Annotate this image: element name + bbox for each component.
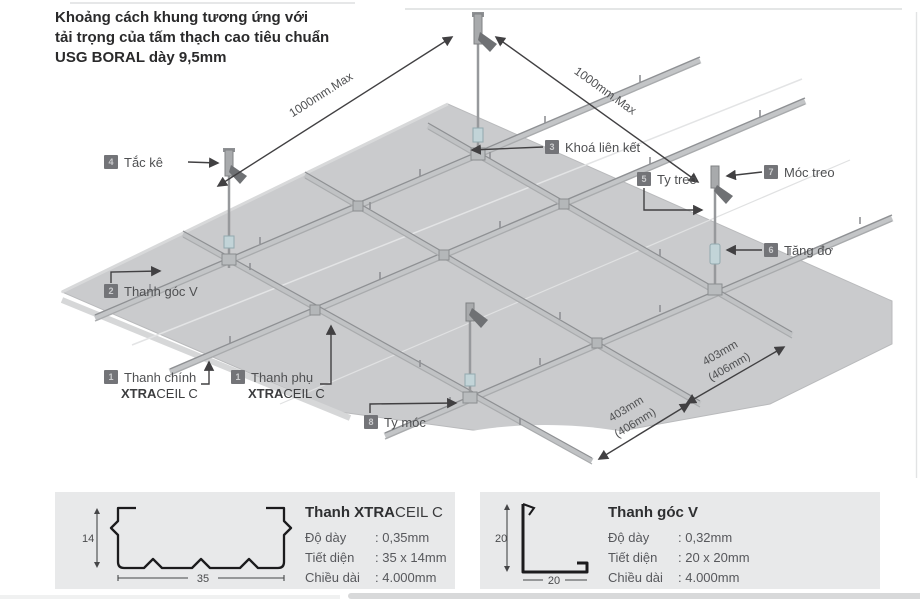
callout-label: Ty móc (384, 415, 426, 430)
callout-brand: XTRACEIL C (121, 386, 198, 401)
callout-brand: XTRACEIL C (248, 386, 325, 401)
callout-label: Tăng đơ (784, 243, 833, 258)
callout-khoa-lien-ket: 3 Khoá liên kết (545, 140, 640, 155)
connector-ty-moc (369, 397, 458, 413)
connector-thanh-chinh (201, 360, 215, 385)
title-line-1: Khoảng cách khung tương ứng với (55, 9, 309, 26)
callout-tang-do: 6 Tăng đơ (764, 243, 833, 258)
callout-moc-treo: 7 Móc treo (764, 165, 835, 180)
hanger-bottom-center (462, 302, 488, 404)
connector-khoa-lien-ket (470, 144, 544, 155)
connector-thanh-goc-v (110, 265, 162, 283)
callout-label: Thanh góc V (124, 284, 198, 299)
span-left-label: 1000mm.Max (286, 69, 355, 120)
callout-ty-treo: 5 Ty treo (637, 172, 697, 187)
callout-tac-ke: 4 Tắc kê (104, 155, 163, 170)
ceiling-diagram: 1000mm.Max 1000mm.Max 403mm (406mm) 403m… (60, 2, 918, 478)
callout-number-badge: 4 (104, 155, 118, 169)
footer-strip-right (348, 593, 920, 599)
callout-number-badge: 5 (637, 172, 651, 186)
callout-thanh-chinh: 1 Thanh chính XTRACEIL C (104, 370, 198, 401)
callout-thanh-phu: 1 Thanh phụ XTRACEIL C (231, 370, 325, 401)
profile-height-label: 14 (82, 533, 94, 545)
cross-tee (303, 171, 702, 408)
spec-rows-goc-v: Độ dày : 0,32mm Tiết diện : 20 x 20mm Ch… (608, 530, 750, 590)
footer-strip-left (0, 595, 340, 599)
connector-tac-ke (187, 157, 220, 168)
goc-v-profile-drawing: 20 20 (495, 503, 589, 587)
title-line-3: USG BORAL dày 9,5mm (55, 48, 227, 66)
spec-row: Độ dày : 0,35mm (305, 530, 430, 545)
callout-number-badge: 1 (104, 370, 118, 384)
spec-row: Tiết diện : 20 x 20mm (608, 550, 750, 565)
callout-number-badge: 3 (545, 140, 559, 154)
spec-title-xtraceil: Thanh XTRACEIL C (305, 504, 443, 521)
callout-number-badge: 2 (104, 284, 118, 298)
callout-number-badge: 7 (764, 165, 778, 179)
cross-tee (181, 230, 594, 465)
callout-connectors (110, 144, 763, 413)
profile-width-label: 35 (197, 573, 209, 585)
profile-height-label: 20 (495, 533, 507, 545)
hanger-right (707, 165, 733, 296)
cross-tees (181, 122, 794, 465)
connector-moc-treo (725, 169, 763, 181)
spec-panel-goc-v: 20 20 Thanh góc V Độ dày : 0,32mm Tiết d… (480, 492, 880, 589)
connector-thanh-phu (320, 324, 337, 385)
callout-thanh-goc-v: 2 Thanh góc V (104, 284, 198, 299)
callout-label: Khoá liên kết (565, 140, 641, 155)
cross-tee (426, 122, 794, 339)
spec-row: Tiết diện : 35 x 14mm (305, 550, 447, 565)
connector-ty-treo (643, 188, 704, 216)
grid-clips (309, 198, 603, 349)
callout-number-badge: 1 (231, 370, 245, 384)
spec-panel-xtraceil: 14 35 Thanh XTRACEIL C Độ dày : 0,35mm T… (55, 492, 455, 589)
spec-row: Chiều dài : 4.000mm (305, 570, 437, 585)
callout-label: Ty treo (657, 172, 697, 187)
spec-title-goc-v: Thanh góc V (608, 504, 698, 521)
callout-label: Tắc kê (124, 155, 164, 170)
callout-ty-moc: 8 Ty móc (364, 415, 426, 430)
callout-label: Thanh phụ (251, 370, 314, 385)
xtraceil-profile-drawing: 14 35 (82, 506, 293, 585)
spec-row: Độ dày : 0,32mm (608, 530, 733, 545)
callout-number-badge: 8 (364, 415, 378, 429)
callout-label: Móc treo (784, 165, 835, 180)
callout-number-badge: 6 (764, 243, 778, 257)
callout-label: Thanh chính (124, 370, 197, 385)
profile-width-label: 20 (548, 575, 560, 587)
spec-rows-xtraceil: Độ dày : 0,35mm Tiết diện : 35 x 14mm Ch… (305, 530, 447, 590)
page-rule-lines (70, 2, 918, 478)
spec-row: Chiều dài : 4.000mm (608, 570, 740, 585)
